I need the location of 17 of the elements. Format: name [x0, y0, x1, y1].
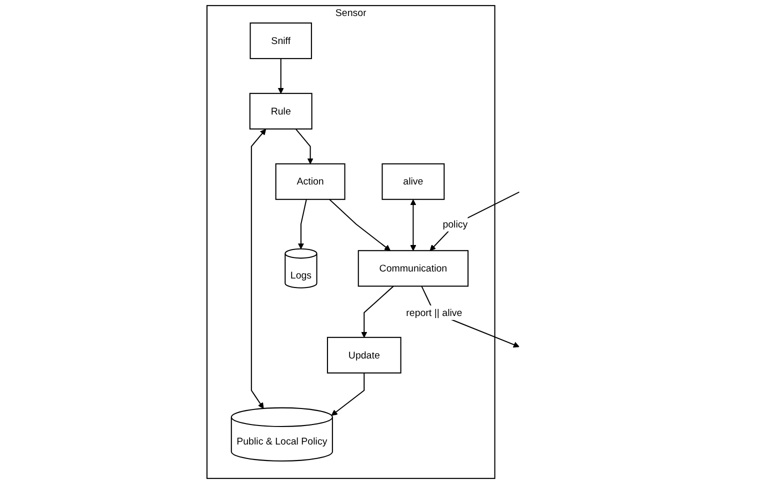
- node-box: Sniff: [250, 22, 312, 60]
- node-box: alive: [382, 163, 445, 200]
- arrow: [298, 199, 307, 250]
- node-box: Rule: [249, 92, 312, 130]
- arrow: [295, 128, 314, 164]
- arrow: [250, 128, 266, 409]
- arrow: [278, 58, 284, 94]
- arrow: [331, 372, 365, 416]
- arrow: [361, 286, 394, 338]
- node-box: Action: [275, 163, 346, 200]
- arrow: [430, 192, 520, 251]
- node-box: Update: [326, 336, 402, 374]
- arrow: [410, 199, 416, 251]
- arrow: [329, 199, 391, 251]
- node-box: Communication: [358, 250, 469, 287]
- edge-label: report || alive: [406, 306, 462, 318]
- edge-label: policy: [442, 218, 468, 230]
